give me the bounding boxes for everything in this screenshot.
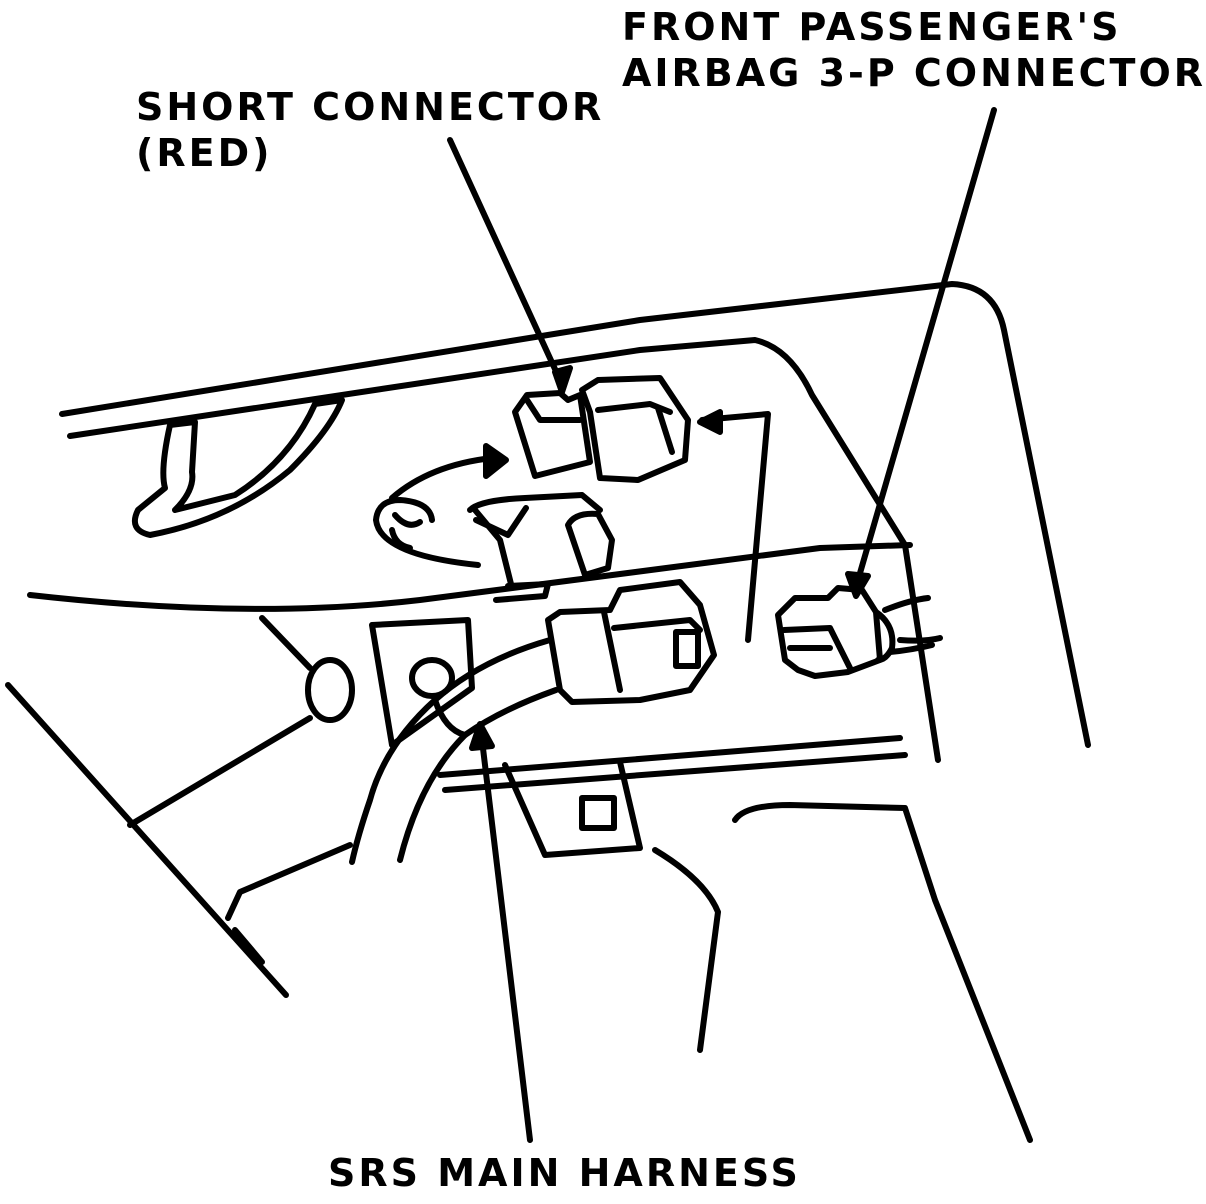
short-connector-label-line2: (RED) — [136, 131, 273, 175]
short-connector-stored — [467, 492, 615, 603]
dashboard-outline — [27, 281, 1091, 763]
leader-arrows — [447, 107, 997, 1143]
vent-outline — [132, 397, 345, 538]
harness-connector — [545, 579, 717, 705]
short-connector-red — [512, 375, 691, 483]
front-passenger-label-line1: FRONT PASSENGER'S — [622, 5, 1122, 49]
srs-main-harness-label: SRS MAIN HARNESS — [328, 1151, 801, 1195]
lower-panel — [5, 615, 1033, 1143]
rotation-arrow — [373, 443, 509, 568]
front-passenger-airbag-label: FRONT PASSENGER'S AIRBAG 3-P CONNECTOR — [622, 4, 1206, 96]
connection-indicator — [697, 409, 771, 643]
short-connector-label-line1: SHORT CONNECTOR — [136, 85, 605, 129]
mounting-bracket — [369, 617, 475, 748]
airbag-3p-connector — [775, 585, 935, 679]
srs-main-harness-cable — [349, 637, 559, 865]
short-connector-label: SHORT CONNECTOR (RED) — [136, 84, 604, 176]
front-passenger-label-line2: AIRBAG 3-P CONNECTOR — [622, 51, 1206, 95]
